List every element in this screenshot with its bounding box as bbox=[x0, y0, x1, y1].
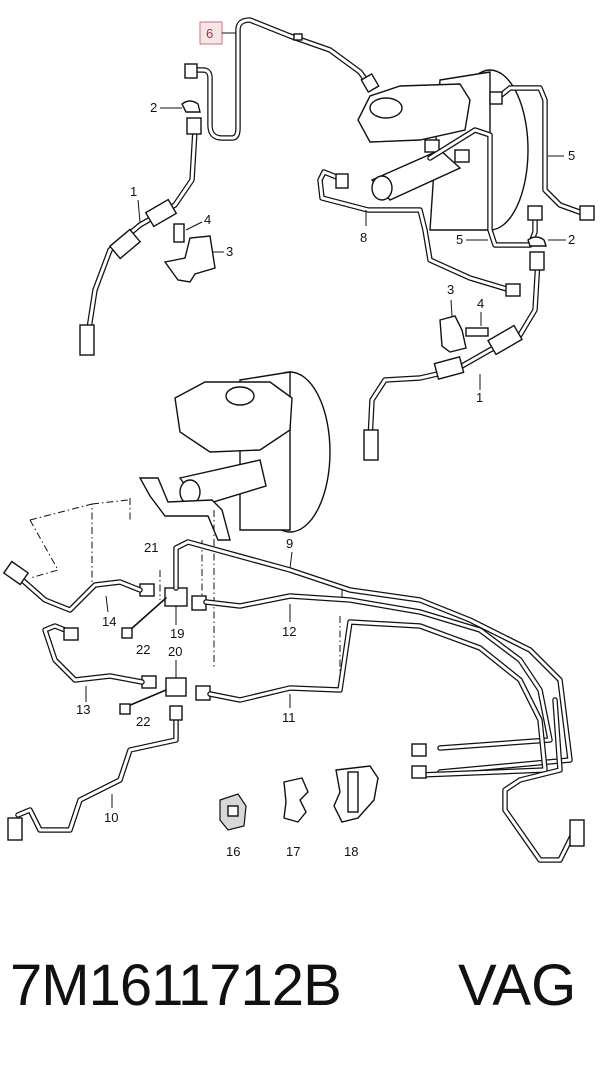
reservoir-bottom bbox=[174, 381, 293, 453]
callout-18: 18 bbox=[344, 844, 358, 859]
callout-4-left: 4 bbox=[204, 212, 211, 227]
brake-line-diagram: 6 1 2 4 3 bbox=[2, 17, 595, 863]
brake-pipe-12 bbox=[203, 593, 553, 751]
callout-3-right: 3 bbox=[447, 282, 454, 297]
callout-3-left: 3 bbox=[226, 244, 233, 259]
brake-pipe-9 bbox=[173, 539, 573, 775]
bracket-3-right bbox=[439, 315, 467, 353]
callout-21: 21 bbox=[144, 540, 158, 555]
callout-10: 10 bbox=[104, 810, 118, 825]
brake-pipe-11 bbox=[207, 619, 548, 778]
brake-pipe-10 bbox=[15, 709, 179, 833]
bracket-3-left bbox=[163, 235, 216, 283]
brand-label: VAG bbox=[458, 953, 577, 1018]
callout-14: 14 bbox=[102, 614, 116, 629]
callout-6: 6 bbox=[206, 26, 213, 41]
callout-5: 5 bbox=[456, 232, 463, 247]
callout-2-right: 2 bbox=[568, 232, 575, 247]
callout-2-left: 2 bbox=[150, 100, 157, 115]
callout-22-upper: 22 bbox=[136, 642, 150, 657]
part-number: 7M1611712B bbox=[10, 953, 342, 1018]
callout-11: 11 bbox=[282, 710, 296, 725]
callout-16: 16 bbox=[226, 844, 240, 859]
callout-7: 5 bbox=[568, 148, 575, 163]
top-assembly: 6 1 2 4 3 bbox=[79, 17, 595, 461]
bottom-assembly: 21 19 20 22 22 9 bbox=[2, 371, 585, 863]
callout-9: 9 bbox=[286, 536, 293, 551]
callout-1-left: 1 bbox=[130, 184, 137, 199]
callout-4-right: 4 bbox=[477, 296, 484, 311]
clip-17 bbox=[283, 777, 309, 823]
callout-12: 12 bbox=[282, 624, 296, 639]
callout-19: 19 bbox=[170, 626, 184, 641]
distribution-piece-20 bbox=[165, 677, 187, 697]
callout-13: 13 bbox=[76, 702, 90, 717]
callout-17: 17 bbox=[286, 844, 300, 859]
brake-pipe-6 bbox=[195, 17, 373, 141]
callout-8: 8 bbox=[360, 230, 367, 245]
bracket-21 bbox=[138, 477, 231, 541]
callout-22-lower: 22 bbox=[136, 714, 150, 729]
callout-20: 20 bbox=[168, 644, 182, 659]
callout-1-right: 1 bbox=[476, 390, 483, 405]
